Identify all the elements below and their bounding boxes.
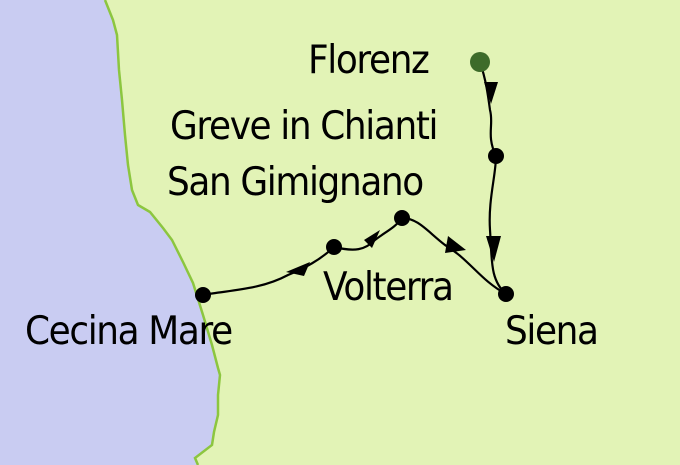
coastline: [103, 0, 222, 465]
label-siena: Siena: [505, 309, 599, 354]
label-cecina-mare: Cecina Mare: [25, 309, 233, 354]
label-san-gimignano: San Gimignano: [167, 160, 424, 205]
stop-marker-volterra: [326, 239, 342, 255]
arrow-icon: [364, 230, 380, 248]
arrow-icon: [486, 236, 501, 262]
arrow-icon: [484, 82, 498, 104]
stop-markers: [195, 52, 514, 303]
start-marker-florenz: [470, 52, 490, 72]
sea-area: [0, 0, 220, 465]
route-arrows: [286, 82, 501, 276]
stop-marker-siena: [498, 286, 514, 302]
arrow-icon: [445, 236, 466, 253]
label-greve-in-chianti: Greve in Chianti: [170, 104, 438, 149]
stop-marker-greve: [488, 148, 504, 164]
stop-marker-san-gimignano: [394, 210, 410, 226]
arrow-icon: [286, 262, 310, 276]
label-volterra: Volterra: [323, 265, 454, 310]
label-florenz: Florenz: [308, 38, 430, 83]
stop-marker-cecina: [195, 287, 211, 303]
